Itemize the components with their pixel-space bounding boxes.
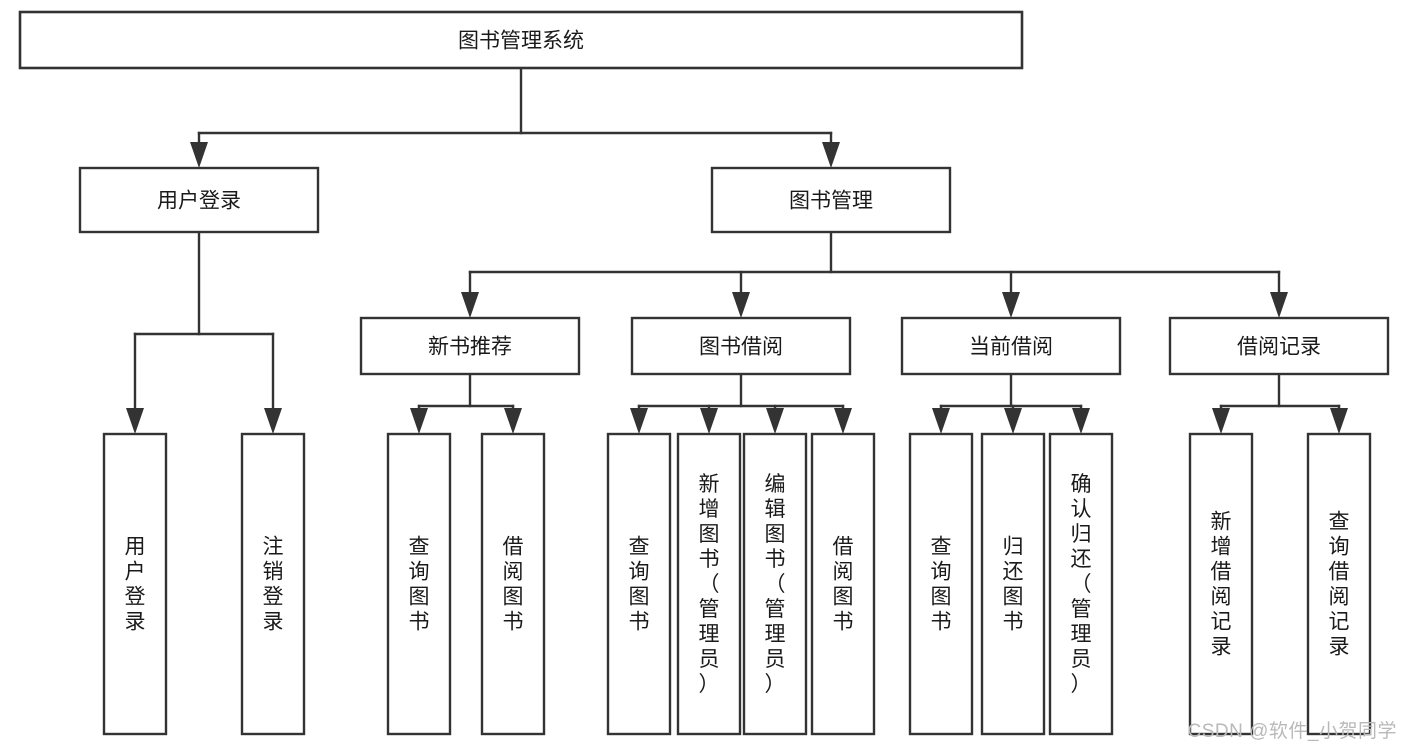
node-label: 图书借阅 — [699, 336, 783, 359]
node-box[interactable] — [908, 432, 974, 736]
node-label: 查询图书 — [629, 536, 650, 634]
connector-book-manage-to-level3 — [461, 230, 1288, 318]
node-box[interactable] — [1188, 432, 1254, 736]
node-box[interactable] — [1168, 316, 1390, 376]
node-box[interactable] — [386, 432, 452, 736]
connector-new-book-rec-to-leaves — [410, 372, 522, 434]
node-label: 编辑图书（管理员） — [765, 473, 786, 696]
node-label: 借阅记录 — [1237, 336, 1321, 359]
connector-book-borrow-to-leaves — [630, 372, 852, 434]
node-leaf-rec-query[interactable]: 查询图书 — [386, 432, 452, 736]
node-label: 查询图书 — [931, 536, 952, 634]
node-box[interactable] — [102, 432, 168, 736]
node-box[interactable] — [810, 432, 876, 736]
node-box[interactable] — [359, 316, 581, 376]
node-current-borrow[interactable]: 当前借阅 — [900, 316, 1122, 376]
node-box[interactable] — [18, 10, 1024, 70]
node-label: 归还图书 — [1003, 536, 1024, 634]
node-leaf-cur-confirm[interactable]: 确认归还（管理员） — [1048, 432, 1114, 736]
node-user-login[interactable]: 用户登录 — [78, 166, 320, 234]
node-label: 图书管理 — [789, 190, 873, 213]
node-label: 查询借阅记录 — [1329, 511, 1350, 659]
node-box[interactable] — [240, 432, 306, 736]
node-box[interactable] — [480, 432, 546, 736]
watermark-label: CSDN @软件_小贺同学 — [1187, 721, 1397, 742]
node-leaf-user-logout[interactable]: 注销登录 — [240, 432, 306, 736]
node-box[interactable] — [1048, 432, 1114, 736]
connector-user-login-to-leaves — [126, 230, 282, 434]
node-box[interactable] — [78, 166, 320, 234]
node-box[interactable] — [900, 316, 1122, 376]
node-leaf-rec-search[interactable]: 查询借阅记录 — [1306, 432, 1372, 736]
node-leaf-user-login[interactable]: 用户登录 — [102, 432, 168, 736]
node-label: 新增借阅记录 — [1211, 511, 1232, 659]
node-label: 新书推荐 — [428, 336, 512, 359]
node-label: 注销登录 — [263, 536, 284, 634]
node-box[interactable] — [630, 316, 852, 376]
node-new-book-rec[interactable]: 新书推荐 — [359, 316, 581, 376]
node-box[interactable] — [606, 432, 672, 736]
node-leaf-cur-query[interactable]: 查询图书 — [908, 432, 974, 736]
node-leaf-rec-add[interactable]: 新增借阅记录 — [1188, 432, 1254, 736]
node-label: 当前借阅 — [969, 336, 1053, 359]
node-box[interactable] — [742, 432, 808, 736]
connectors-layer — [126, 66, 1348, 434]
node-leaf-borrow-query[interactable]: 查询图书 — [606, 432, 672, 736]
node-book-manage[interactable]: 图书管理 — [710, 166, 952, 234]
node-root[interactable]: 图书管理系统 — [18, 10, 1024, 70]
node-label: 确认归还（管理员） — [1071, 473, 1092, 696]
node-label: 借阅图书 — [833, 536, 854, 634]
node-book-borrow[interactable]: 图书借阅 — [630, 316, 852, 376]
node-label: 新增图书（管理员） — [699, 473, 720, 696]
node-label: 查询图书 — [409, 536, 430, 634]
node-borrow-record[interactable]: 借阅记录 — [1168, 316, 1390, 376]
node-leaf-borrow-do[interactable]: 借阅图书 — [810, 432, 876, 736]
node-label: 用户登录 — [125, 536, 146, 634]
node-label: 图书管理系统 — [458, 30, 584, 53]
node-box[interactable] — [1306, 432, 1372, 736]
nodes-layer: 图书管理系统用户登录图书管理新书推荐图书借阅当前借阅借阅记录用户登录注销登录查询… — [18, 10, 1390, 736]
connector-current-borrow-to-leaves — [932, 372, 1090, 434]
node-leaf-rec-borrow[interactable]: 借阅图书 — [480, 432, 546, 736]
node-box[interactable] — [710, 166, 952, 234]
node-leaf-borrow-add[interactable]: 新增图书（管理员） — [676, 432, 742, 736]
node-label: 用户登录 — [157, 190, 241, 213]
connector-borrow-record-to-leaves — [1212, 372, 1348, 434]
node-leaf-cur-return[interactable]: 归还图书 — [980, 432, 1046, 736]
node-label: 借阅图书 — [503, 536, 524, 634]
node-box[interactable] — [676, 432, 742, 736]
node-box[interactable] — [980, 432, 1046, 736]
connector-root-to-level2 — [190, 66, 840, 168]
node-leaf-borrow-edit[interactable]: 编辑图书（管理员） — [742, 432, 808, 736]
